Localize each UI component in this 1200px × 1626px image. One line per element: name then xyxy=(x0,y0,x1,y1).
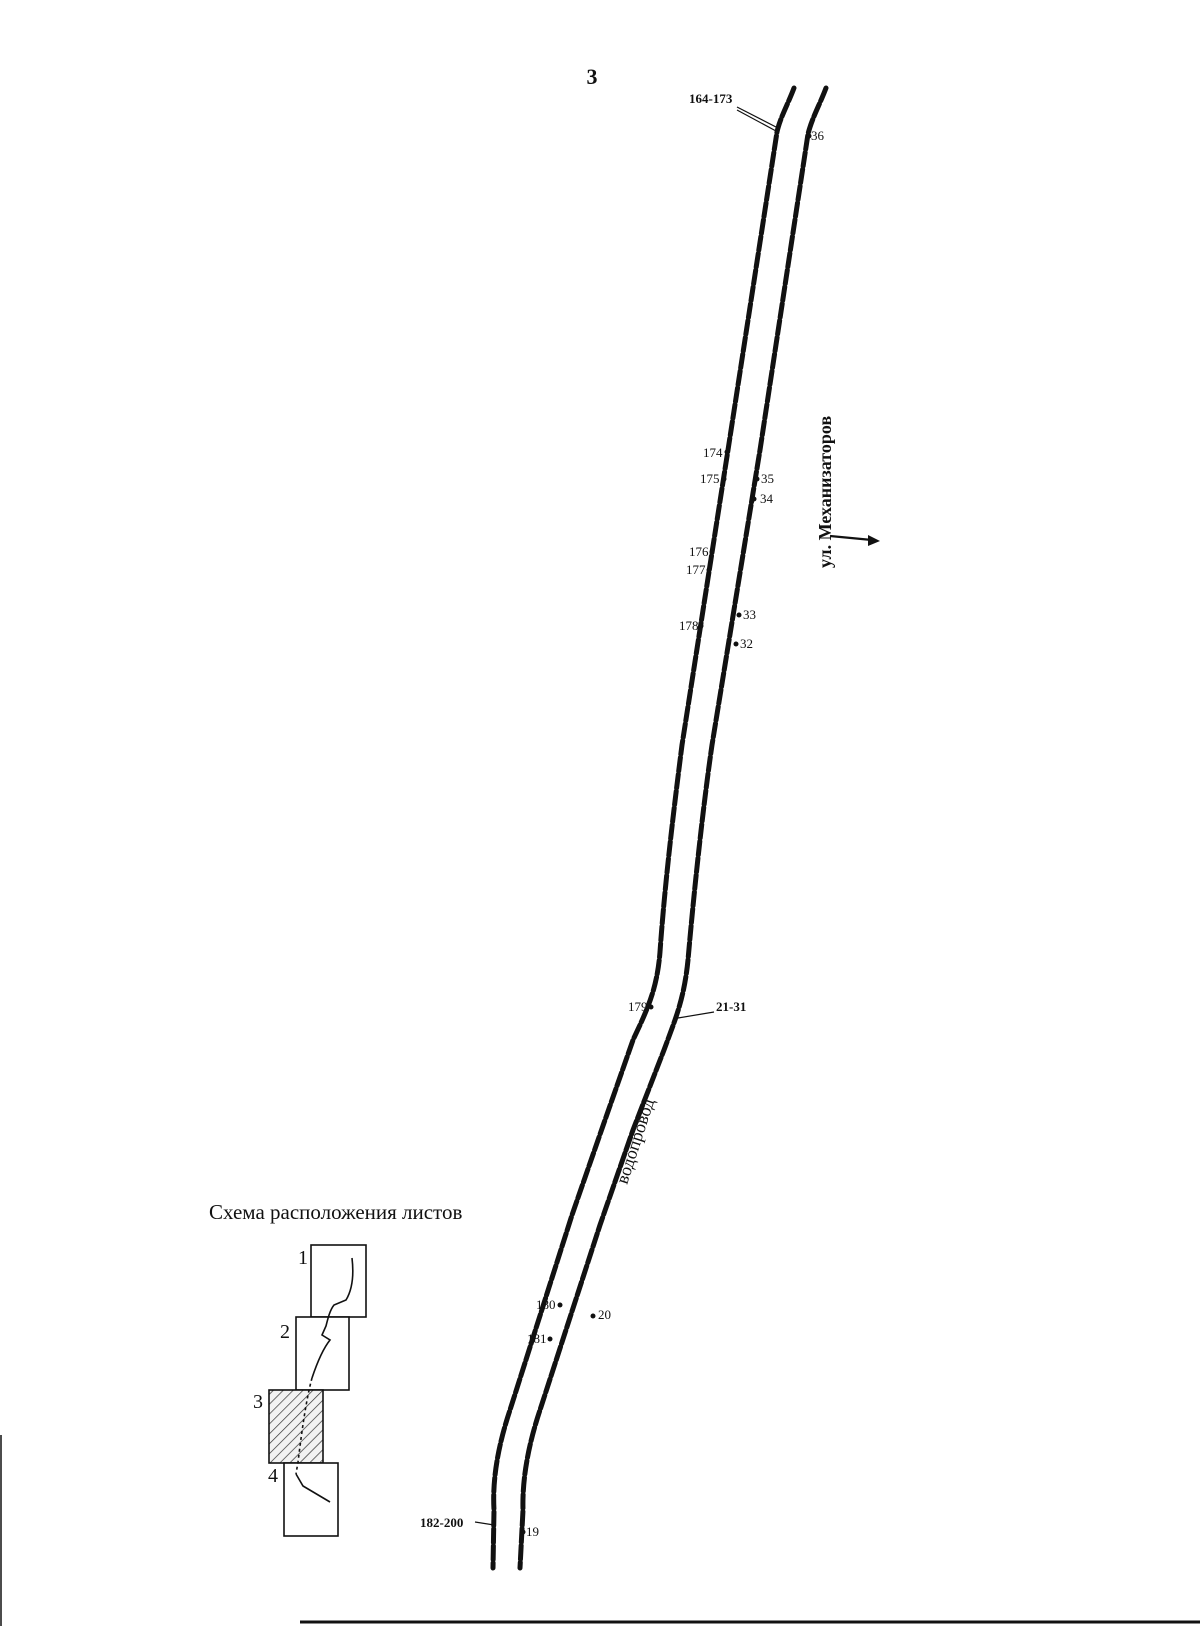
scheme-title: Схема расположения листов xyxy=(209,1200,462,1224)
point-label-176: 176 xyxy=(689,544,709,559)
scheme-sheet-1 xyxy=(310,1244,367,1318)
point-label-19: 19 xyxy=(526,1524,539,1539)
point-19 xyxy=(520,1529,526,1535)
street-direction-arrow xyxy=(829,534,873,542)
scheme-sheet-label-1: 1 xyxy=(298,1247,308,1269)
street-name: ул. Механизаторов xyxy=(815,416,835,568)
leader-182-200 xyxy=(474,1521,495,1526)
page-number: 3 xyxy=(587,64,598,89)
leader-164-173-b xyxy=(736,109,777,132)
point-label-174: 174 xyxy=(703,445,723,460)
point-36 xyxy=(806,133,812,139)
point-label-21-31: 21-31 xyxy=(716,999,746,1014)
point-177 xyxy=(706,567,712,573)
point-label-36: 36 xyxy=(811,128,825,143)
scheme-sheet-label-4: 4 xyxy=(268,1465,278,1487)
scheme-route-line-end xyxy=(295,1473,331,1503)
point-179 xyxy=(648,1004,654,1010)
point-178 xyxy=(698,623,704,629)
point-label-20: 20 xyxy=(598,1307,611,1322)
point-label-175: 175 xyxy=(700,471,720,486)
scheme-sheet-4 xyxy=(283,1462,339,1537)
point-174 xyxy=(724,449,730,455)
scheme-route-line xyxy=(311,1257,354,1379)
point-label-164-173: 164-173 xyxy=(689,91,733,106)
point-35 xyxy=(754,476,760,482)
point-label-178: 178 xyxy=(679,618,699,633)
scheme-sheet-label-3: 3 xyxy=(253,1391,263,1413)
point-176 xyxy=(709,549,715,555)
point-label-179: 179 xyxy=(628,999,648,1014)
point-label-33: 33 xyxy=(743,607,756,622)
point-label-32: 32 xyxy=(740,636,753,651)
scheme-route-line-dashed xyxy=(295,1377,313,1475)
scheme-sheet-label-2: 2 xyxy=(280,1321,290,1343)
point-label-177: 177 xyxy=(686,562,706,577)
leader-164-173 xyxy=(736,106,777,128)
point-label-181: 181 xyxy=(527,1331,547,1346)
point-label-35: 35 xyxy=(761,471,774,486)
point-32 xyxy=(733,641,739,647)
arrow-head-icon xyxy=(868,535,880,546)
point-label-34: 34 xyxy=(760,491,774,506)
point-181 xyxy=(547,1336,553,1342)
point-175 xyxy=(721,476,727,482)
point-33 xyxy=(736,612,742,618)
road-edge-left xyxy=(490,85,797,1571)
scheme-sheet-3 xyxy=(268,1389,324,1464)
point-label-182-200: 182-200 xyxy=(420,1515,463,1530)
point-180 xyxy=(557,1302,563,1308)
utility-name: водопровод xyxy=(612,1096,658,1187)
point-label-180: 180 xyxy=(536,1297,556,1312)
point-34 xyxy=(751,496,757,502)
leader-21-31 xyxy=(677,1011,715,1019)
point-20 xyxy=(590,1313,596,1319)
